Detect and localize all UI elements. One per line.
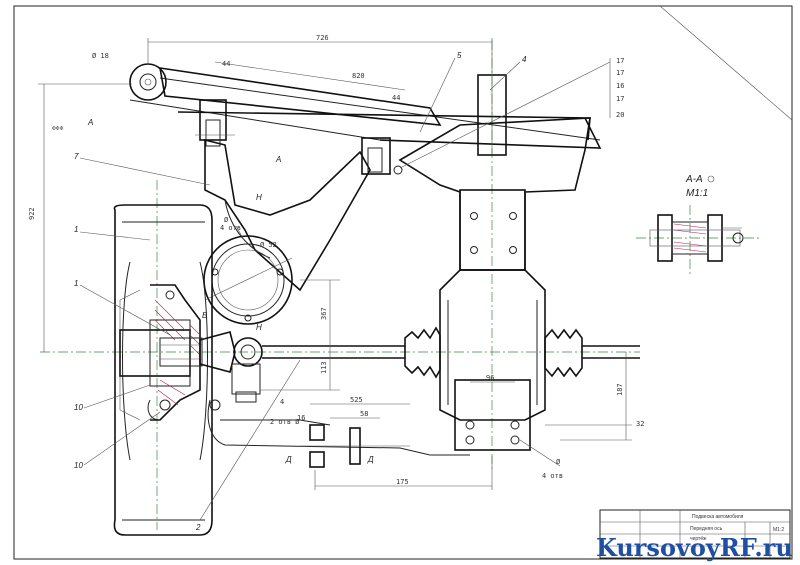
dim-lower-length: 175 <box>314 456 493 490</box>
bolt-note-b2: 4 отв <box>542 472 563 480</box>
cv-joint <box>199 331 263 403</box>
callout-2: 2 <box>195 359 301 532</box>
callout-5: 5 <box>419 51 462 133</box>
title-block-line1: Передняя ось <box>690 526 723 532</box>
svg-text:1: 1 <box>74 279 78 288</box>
title-block-line2: чертёж <box>690 536 707 542</box>
section-marker-h1: Н <box>256 193 262 202</box>
upper-frame <box>398 117 591 271</box>
svg-text:10: 10 <box>74 461 83 470</box>
dim-diff-width-label: 96 <box>486 374 494 382</box>
svg-text:2: 2 <box>195 523 201 532</box>
dim-left-offset-label: 44 <box>222 60 230 68</box>
dim-height-low: 113 4 <box>260 352 340 406</box>
dim-bracket-width-label: 525 <box>350 396 363 404</box>
dim-lower-length-label: 175 <box>396 478 409 486</box>
spring-clamp-right <box>361 137 403 175</box>
section-marker-b: Б <box>202 311 207 320</box>
title-block: Подвеска автомобиля Передняя ось чертёж … <box>599 509 791 559</box>
dim-height-total: 922 <box>28 83 132 352</box>
spring-clamp-left <box>195 99 235 147</box>
dim-spring-length-label: 820 <box>352 72 365 80</box>
svg-text:4: 4 <box>522 55 527 64</box>
dim-overall-width: 726 <box>147 34 493 75</box>
inner-boot-left <box>404 326 441 379</box>
section-marker-d2: Д <box>367 455 374 464</box>
dim-bracket-sub-label: 58 <box>360 410 368 418</box>
svg-text:7: 7 <box>74 152 79 161</box>
dim-right-small-label: 32 <box>636 420 644 428</box>
dim-diff-width: 96 <box>470 374 515 383</box>
title-block-scale: М1:2 <box>773 527 784 533</box>
leaf-spring <box>129 63 602 149</box>
sheet-frame <box>13 5 793 560</box>
dim-knuckle-diameter-label: Ø 52 <box>260 241 277 249</box>
wheel-tyre <box>113 204 213 536</box>
dim-small-h-label: 4 <box>280 398 284 406</box>
dim-right-offset-label: 44 <box>392 94 400 102</box>
bolt-note-a: Ø <box>224 216 229 224</box>
differential-housing <box>439 189 546 451</box>
bolt-note-a2: 4 отв <box>220 224 241 232</box>
half-shaft <box>262 345 405 359</box>
svg-text:10: 10 <box>74 403 83 412</box>
hub-assembly <box>119 284 203 421</box>
dim-right-column: 17 17 16 17 20 <box>609 57 624 119</box>
callout-1-lower: 1 <box>74 279 171 336</box>
dim-right-height-label: 187 <box>616 383 624 396</box>
dim-height-mid: 367 <box>300 279 340 352</box>
dim-overall-width-label: 726 <box>316 34 329 42</box>
svg-text:5: 5 <box>457 51 462 60</box>
frame-corner-line <box>659 5 793 121</box>
section-marker-a-top: A <box>87 118 93 127</box>
dim-height-low-label: 113 <box>320 361 328 374</box>
dim-height-total-label: 922 <box>28 207 36 220</box>
section-marker-d1: Д <box>285 455 292 464</box>
inner-boot-right <box>544 328 640 378</box>
weld-symbol: ФФФ <box>52 126 64 132</box>
dim-right-column-4: 20 <box>616 111 624 119</box>
section-marker-a-mid: A <box>275 155 281 164</box>
section-view-aa: А-А М1:1 <box>636 174 760 275</box>
svg-text:1: 1 <box>74 225 78 234</box>
dim-eye-diameter-label: Ø 18 <box>92 52 109 60</box>
title-block-drawing-title: Подвеска автомобиля <box>692 514 744 520</box>
section-view-scale: М1:1 <box>686 188 708 199</box>
dim-bracket: 525 58 16 <box>297 396 410 422</box>
callout-7: 7 <box>74 152 211 186</box>
dim-height-mid-label: 367 <box>320 307 328 320</box>
dim-right-column-3: 17 <box>616 95 624 103</box>
bolt-note-b: Ø <box>556 458 561 466</box>
dim-right-column-1: 17 <box>616 69 624 77</box>
callout-10-upper: 10 <box>74 384 151 412</box>
section-marker-h2: Н <box>256 323 262 332</box>
watermark: KursovoyRF.ru <box>596 533 793 562</box>
dim-right-column-0: 17 <box>616 57 624 65</box>
dim-bracket-small-label: 16 <box>297 414 305 422</box>
callout-1-upper: 1 <box>74 225 151 241</box>
bolt-note-c: 2 отв Ø <box>270 418 300 426</box>
steering-knuckle <box>203 235 293 325</box>
dim-spring-length: 820 44 44 <box>214 60 406 102</box>
callout-4: 4 <box>489 55 527 91</box>
lower-link <box>207 399 470 468</box>
dim-right-height: 187 32 <box>545 352 644 441</box>
leader-right <box>399 61 611 169</box>
control-arm <box>204 138 371 292</box>
callout-10-lower: 10 <box>74 411 161 470</box>
section-view-title: А-А <box>685 174 703 185</box>
dim-right-column-2: 16 <box>616 82 624 90</box>
